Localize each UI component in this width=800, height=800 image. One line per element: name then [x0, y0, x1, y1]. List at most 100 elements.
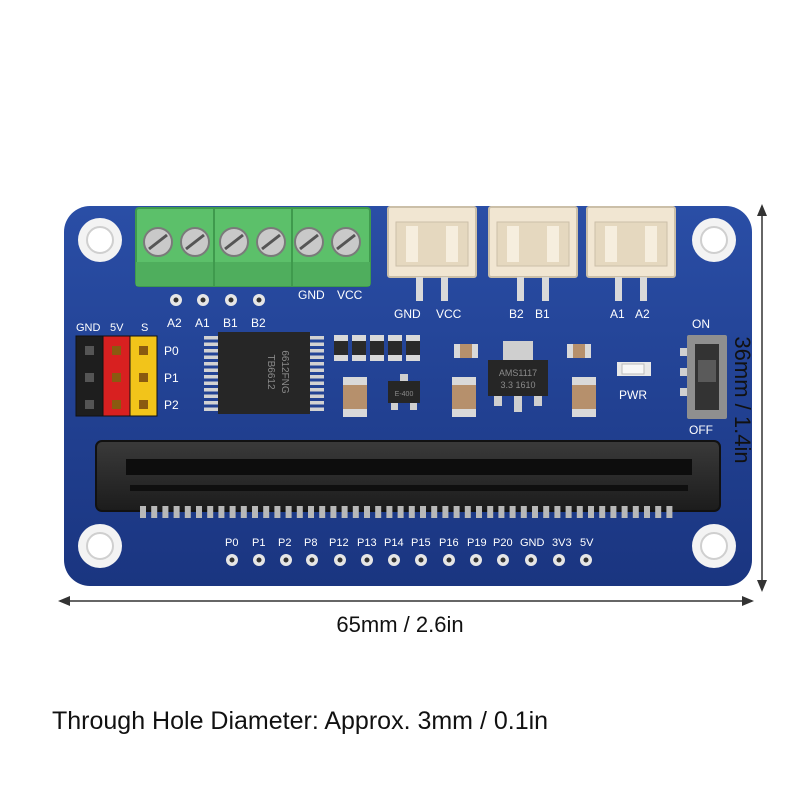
chip-pin [204, 362, 218, 366]
edge-pin-label: P14 [384, 537, 404, 549]
header-row-label-p0: P0 [164, 344, 179, 358]
chip-text-line2: 6612FNG [279, 350, 290, 394]
chip-pin [310, 375, 324, 379]
connector-2-label-b1: B1 [535, 307, 550, 321]
edge-contact [330, 506, 337, 518]
screw-slot [185, 233, 205, 251]
edge-contact [173, 506, 180, 518]
breakout-pad-hole [256, 557, 262, 563]
edge-contact [431, 506, 438, 518]
edge-contact [386, 506, 393, 518]
edge-contact [487, 506, 494, 518]
smd-resistor [370, 335, 384, 361]
edge-contact [476, 506, 482, 518]
edge-contact [140, 506, 146, 518]
regulator-text-line1: AMS1117 [499, 368, 537, 378]
jst-latch [645, 226, 657, 262]
connector-3-label-a2: A2 [635, 307, 650, 321]
chip-pin [310, 362, 324, 366]
header-col-label-5v: 5V [110, 322, 124, 334]
chip-pin [310, 388, 324, 392]
smd-resistors [334, 335, 420, 361]
header-row-label-p2: P2 [164, 398, 179, 412]
edge-contact [408, 506, 415, 518]
smd-resistor [388, 335, 402, 361]
chip-pin [204, 381, 218, 385]
screw-slot [336, 233, 356, 251]
edge-pin-label: 3V3 [552, 537, 572, 549]
breakout-pad-hole [391, 557, 397, 563]
edge-contact [274, 506, 281, 518]
edge-pin-label: P0 [225, 537, 238, 549]
transistor [388, 374, 420, 410]
pin-headers [75, 335, 158, 417]
edge-pin-label: P13 [357, 537, 377, 549]
header-pin [139, 346, 148, 355]
edge-contact [464, 506, 471, 518]
breakout-pad-hole [528, 557, 534, 563]
voltage-regulator [488, 341, 548, 412]
chip-pin [310, 342, 324, 346]
header-pin [85, 400, 94, 409]
breakout-pad-hole [583, 557, 589, 563]
chip-pin [310, 394, 324, 398]
height-dimension-arrow [757, 204, 767, 592]
chip-pin [204, 388, 218, 392]
edge-contact [610, 506, 617, 518]
edge-contact [599, 506, 606, 518]
edge-pin-label: P20 [493, 537, 513, 549]
chip-pin [310, 401, 324, 405]
connector-3-label-a1: A1 [610, 307, 625, 321]
edge-pin-label: P1 [252, 537, 265, 549]
edge-contact [588, 506, 594, 518]
edge-contact [196, 506, 202, 518]
screw-terminal-block [135, 207, 371, 287]
edge-contact [498, 506, 505, 518]
edge-pin-label: P16 [439, 537, 459, 549]
breakout-pad-hole [364, 557, 370, 563]
chip-pin [310, 368, 324, 372]
chip-pin [204, 394, 218, 398]
mounting-holes [78, 218, 736, 568]
edge-contact [218, 506, 225, 518]
breakout-pads [226, 554, 592, 566]
jst-pin [640, 277, 647, 301]
breakout-pad-hole [473, 557, 479, 563]
header-col-label-gnd: GND [76, 322, 101, 334]
chip-pin [204, 368, 218, 372]
smd-resistor-cap [352, 355, 366, 361]
driver-chip [204, 332, 324, 414]
edge-contact [509, 506, 516, 518]
edge-contact [263, 506, 270, 518]
screw-slot [299, 233, 319, 251]
pwr-label: PWR [619, 388, 647, 402]
chip-pin [204, 407, 218, 411]
transistor-text: E-400 [395, 391, 414, 398]
smd-resistor-cap [406, 335, 420, 341]
jst-latch [605, 226, 617, 262]
edge-contact [308, 506, 314, 518]
smd-resistor [334, 335, 348, 361]
edge-contact [252, 506, 258, 518]
edge-contact [420, 506, 426, 518]
edge-contact [655, 506, 662, 518]
breakout-pin-labels: P0 P1 P2 P8 P12 P13 P14 P15 P16 P19 P20 … [225, 537, 594, 549]
edge-pin-label: P2 [278, 537, 291, 549]
screw-slot [224, 233, 244, 251]
edge-contact [397, 506, 404, 518]
jst-latch [547, 226, 559, 262]
switch-off-label: OFF [689, 423, 713, 437]
edge-contact [240, 506, 247, 518]
hole-diameter-caption: Through Hole Diameter: Approx. 3mm / 0.1… [52, 707, 549, 735]
jst-pin [542, 277, 549, 301]
edge-contact [341, 506, 348, 518]
jst-latch [507, 226, 519, 262]
jst-pin [441, 277, 448, 301]
edge-contact [375, 506, 382, 518]
chip-pin [310, 336, 324, 340]
edge-pin-label: P8 [304, 537, 317, 549]
chip-pin [204, 349, 218, 353]
connector-1-label-gnd: GND [394, 307, 421, 321]
edge-contact [285, 506, 292, 518]
